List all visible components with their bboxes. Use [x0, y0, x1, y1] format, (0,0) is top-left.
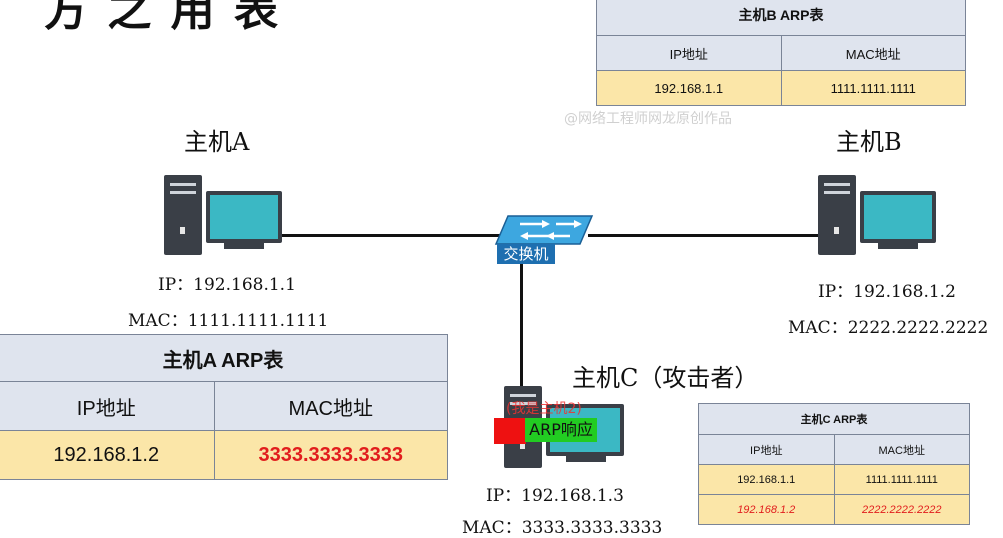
column-header-mac: MAC地址: [780, 35, 966, 71]
cell-mac: 1111.1111.1111: [780, 70, 966, 106]
host-a-mac: MAC：1111.1111.1111: [128, 311, 329, 331]
host-b-arp-table: 主机B ARP表 IP地址 MAC地址 192.168.1.1 1111.111…: [596, 0, 966, 106]
host-c-ip: IP：192.168.1.3: [486, 486, 624, 506]
table-title: 主机A ARP表: [0, 334, 448, 382]
host-c-mac: MAC：3333.3333.3333: [462, 518, 663, 538]
cell-ip: 192.168.1.2: [698, 494, 835, 525]
host-c-arp-table: 主机C ARP表 IP地址 MAC地址 192.168.1.1 1111.111…: [698, 403, 970, 525]
switch-icon: [494, 215, 594, 245]
column-header-ip: IP地址: [0, 381, 215, 431]
arp-reply-badge: ARP响应: [525, 418, 597, 442]
cell-ip: 192.168.1.2: [0, 430, 215, 480]
page-headline: 方 之 用 表: [44, 0, 280, 36]
cell-ip: 192.168.1.1: [596, 70, 782, 106]
column-header-ip: IP地址: [698, 434, 835, 465]
cell-ip: 192.168.1.1: [698, 464, 835, 495]
column-header-mac: MAC地址: [833, 434, 970, 465]
switch-label: 交换机: [497, 244, 555, 264]
cell-mac-poisoned: 3333.3333.3333: [213, 430, 449, 480]
host-c-label: 主机C（攻击者）: [572, 364, 759, 392]
link-switch-b: [588, 234, 828, 237]
host-a-label: 主机A: [184, 128, 250, 156]
table-row: 192.168.1.1 1111.1111.1111: [596, 70, 966, 106]
table-row: 192.168.1.1 1111.1111.1111: [698, 464, 970, 495]
host-b-mac: MAC：2222.2222.2222: [788, 318, 989, 338]
host-b-label: 主机B: [836, 128, 902, 156]
cell-mac: 2222.2222.2222: [833, 494, 970, 525]
host-b-computer-icon: [818, 175, 938, 255]
attacker-marker: [494, 418, 526, 444]
spoof-note: (我是主机2): [506, 401, 582, 417]
column-header-mac: MAC地址: [213, 381, 449, 431]
cell-mac: 1111.1111.1111: [833, 464, 970, 495]
table-title: 主机B ARP表: [596, 0, 966, 36]
host-a-computer-icon: [164, 175, 284, 255]
table-row: 192.168.1.2 3333.3333.3333: [0, 430, 449, 480]
host-b-ip: IP：192.168.1.2: [818, 282, 956, 302]
link-a-switch: [282, 234, 514, 237]
host-a-ip: IP：192.168.1.1: [158, 275, 296, 295]
table-title: 主机C ARP表: [698, 403, 970, 435]
watermark: @网络工程师网龙原创作品: [564, 111, 732, 127]
link-switch-c: [520, 264, 523, 388]
column-header-ip: IP地址: [596, 35, 782, 71]
host-a-arp-table: 主机A ARP表 IP地址 MAC地址 192.168.1.2 3333.333…: [0, 334, 449, 480]
table-row: 192.168.1.2 2222.2222.2222: [698, 494, 970, 525]
